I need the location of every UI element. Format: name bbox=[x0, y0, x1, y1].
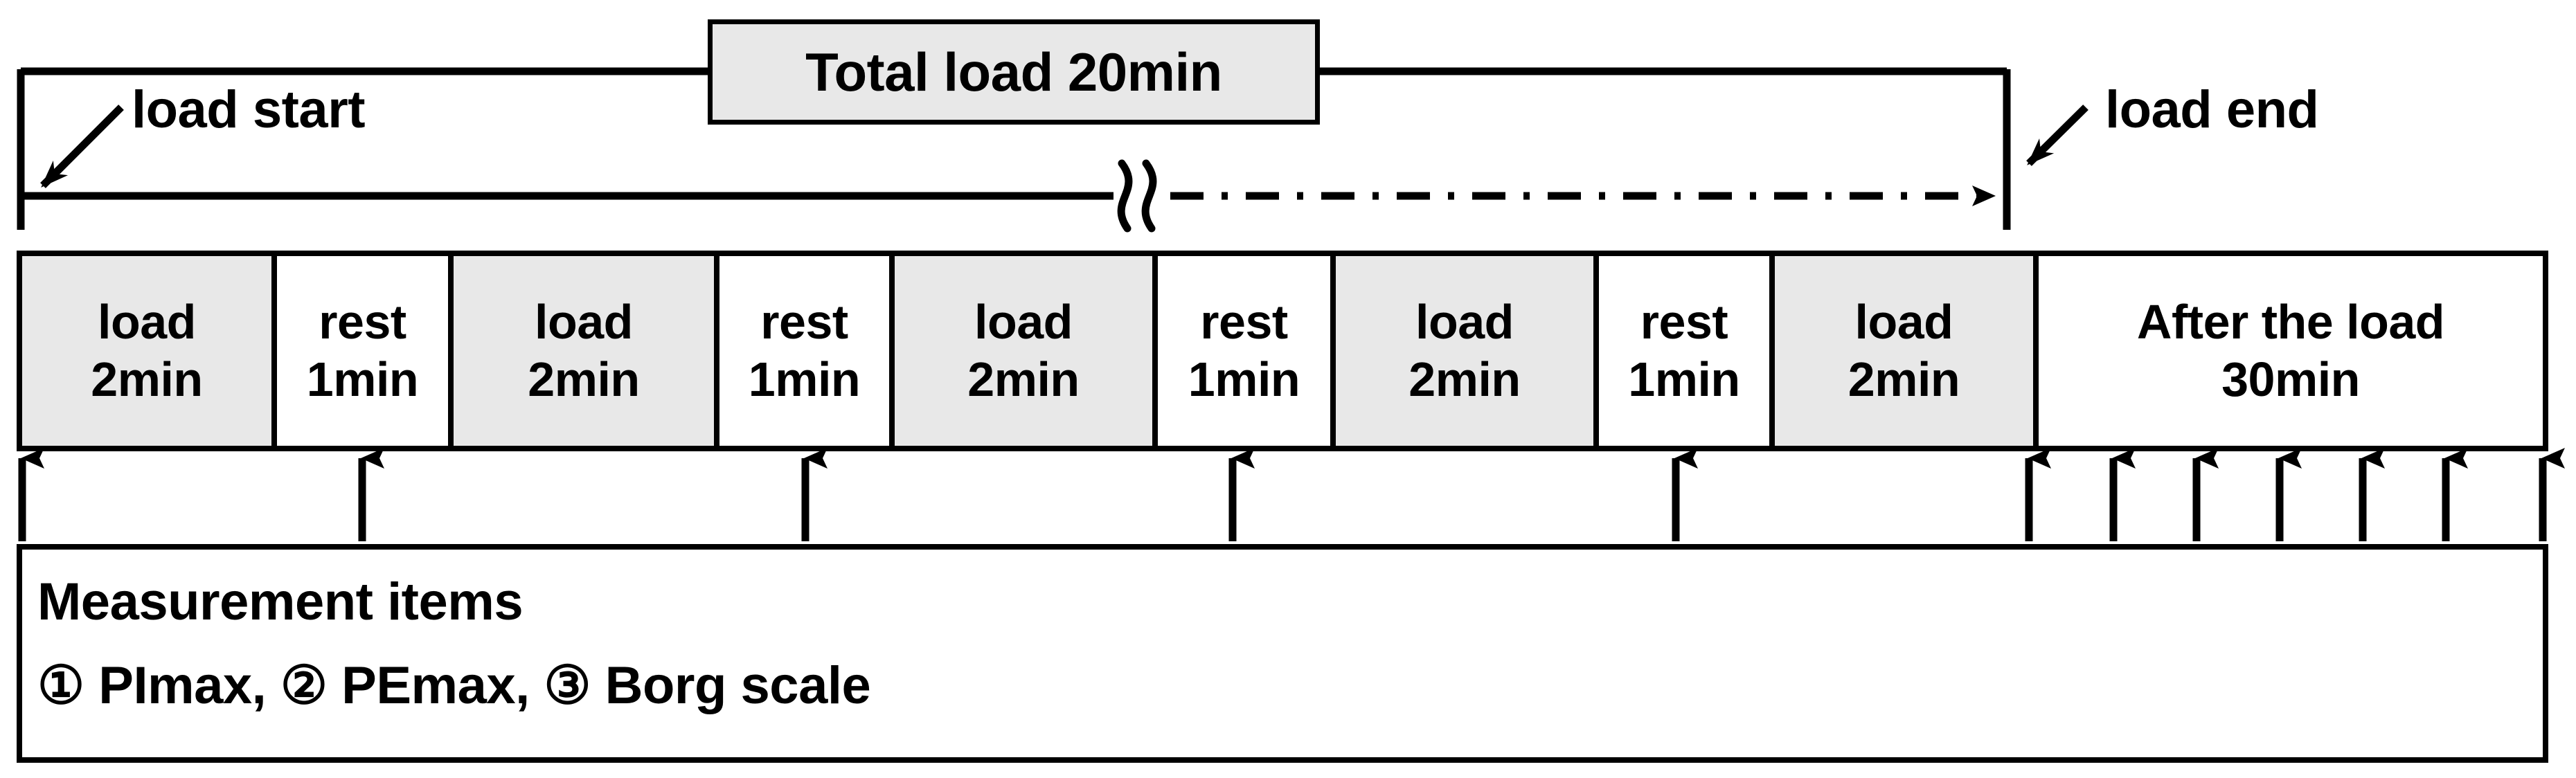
phase-label-duration: 30min bbox=[2221, 352, 2360, 406]
phase-label-primary: load bbox=[1415, 295, 1514, 350]
load-start-label: load start bbox=[132, 80, 366, 139]
phase-label-primary: rest bbox=[1640, 295, 1728, 350]
phase-label-primary: rest bbox=[760, 295, 848, 350]
timeline-break-icon bbox=[1117, 159, 1157, 233]
phase-label-primary: load bbox=[974, 295, 1073, 350]
phase-label-duration: 1min bbox=[1188, 352, 1300, 406]
phase-label-duration: 1min bbox=[1628, 352, 1740, 406]
phase-label-duration: 2min bbox=[1848, 352, 1960, 406]
duration-span-line bbox=[23, 159, 1996, 233]
phase-label-duration: 2min bbox=[967, 352, 1080, 406]
measurement-timing-arrows bbox=[18, 448, 2565, 541]
measurement-items-list: ① PImax, ② PEmax, ③ Borg scale bbox=[37, 656, 871, 715]
total-load-box: Total load 20min bbox=[708, 19, 1320, 125]
load-end-callout-arrow bbox=[2026, 105, 2088, 166]
load-start-callout-arrow bbox=[40, 105, 124, 188]
phase-label-primary: load bbox=[1854, 295, 1953, 350]
phase-label-primary: rest bbox=[319, 295, 406, 350]
measurement-title: Measurement items bbox=[37, 572, 524, 631]
load-end-label: load end bbox=[2105, 80, 2319, 139]
phase-label-duration: 2min bbox=[91, 352, 203, 406]
phase-label-primary: After the load bbox=[2136, 295, 2445, 350]
phase-label-primary: rest bbox=[1200, 295, 1288, 350]
phase-label-duration: 2min bbox=[528, 352, 640, 406]
phase-label-duration: 2min bbox=[1408, 352, 1521, 406]
phase-label-duration: 1min bbox=[306, 352, 419, 406]
measurement-items-box: Measurement items ① PImax, ② PEmax, ③ Bo… bbox=[17, 544, 2548, 763]
phase-label-primary: load bbox=[98, 295, 196, 350]
total-load-bracket bbox=[17, 67, 2011, 230]
phase-label-primary: load bbox=[535, 295, 633, 350]
phase-label-duration: 1min bbox=[748, 352, 861, 406]
